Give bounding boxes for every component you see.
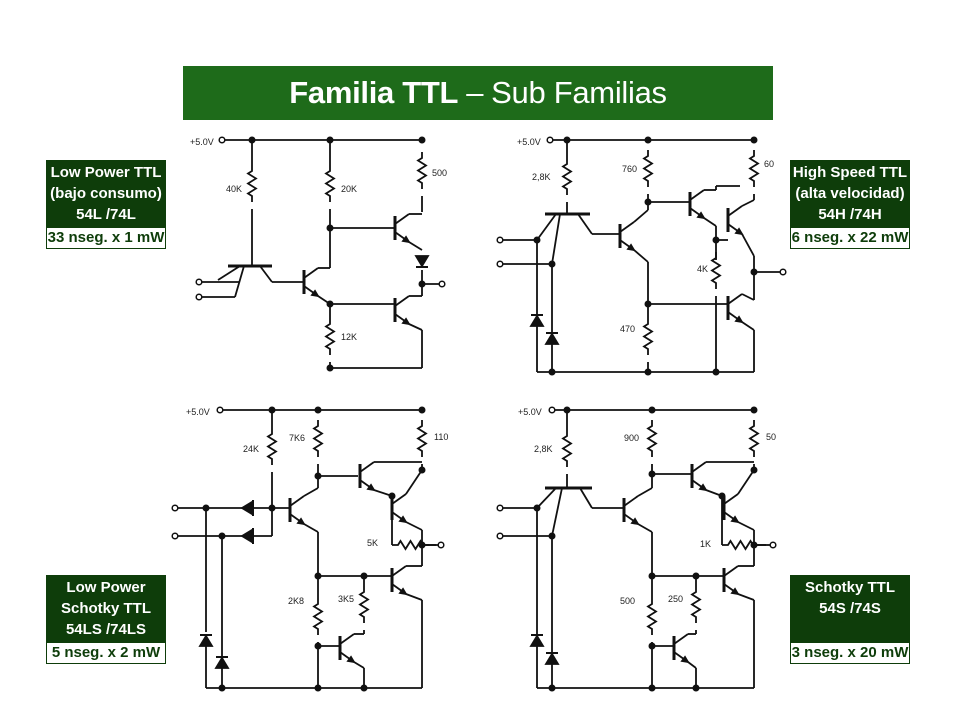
box-line: 54H /74H <box>818 206 882 223</box>
resistor-label: 500 <box>620 596 635 606</box>
supply-label: +5.0V <box>518 407 542 417</box>
resistor-label: 7K6 <box>289 433 305 443</box>
box-timing: 33 nseg. x 1 mW <box>46 227 166 249</box>
box-line: High Speed TTL <box>792 164 908 181</box>
supply-label: +5.0V <box>186 407 210 417</box>
resistor-label: 2,8K <box>534 444 553 454</box>
resistor-label: 900 <box>624 433 639 443</box>
resistor-label: 24K <box>243 444 259 454</box>
box-line: (bajo consumo) <box>50 185 162 202</box>
circuit-schottky: +5.0V 2,8K 900 50 1 <box>496 406 777 692</box>
circuit-high-speed: +5.0V 2,8K 760 60 <box>496 136 787 376</box>
resistor-label: 50 <box>766 432 776 442</box>
box-timing: 3 nseg. x 20 mW <box>790 642 910 664</box>
title-bold: Familia TTL <box>289 75 459 110</box>
resistor-label: 4K <box>697 264 708 274</box>
supply-label: +5.0V <box>190 137 214 147</box>
circuit-low-power: +5.0V 40K 20K 500 <box>190 136 447 372</box>
resistor-label: 20K <box>341 184 357 194</box>
resistor-label: 760 <box>622 164 637 174</box>
box-line: 54S /74S <box>819 600 881 617</box>
resistor-label: 40K <box>226 184 242 194</box>
title-rest: Sub Familias <box>491 75 667 110</box>
box-line: Low Power TTL <box>50 164 162 181</box>
resistor-label: 60 <box>764 159 774 169</box>
box-line: Schotky TTL <box>60 600 151 617</box>
resistor-label: 2,8K <box>532 172 551 182</box>
box-line: Schotky TTL <box>804 579 895 596</box>
resistor-label: 5K <box>367 538 378 548</box>
circuit-lp-schottky: +5.0V 24K 7K6 110 5K <box>171 406 448 692</box>
title-separator: – <box>466 75 484 110</box>
box-high-speed: High Speed TTL (alta velocidad) 54H /74H… <box>790 160 910 249</box>
box-schottky: Schotky TTL 54S /74S 3 nseg. x 20 mW <box>790 575 910 664</box>
box-lp-schottky: Low Power Schotky TTL 54LS /74LS 5 nseg.… <box>46 575 166 664</box>
resistor-label: 2K8 <box>288 596 304 606</box>
box-low-power: Low Power TTL (bajo consumo) 54L /74L 33… <box>46 160 166 249</box>
box-line: Low Power <box>66 579 146 596</box>
box-line: 54LS /74LS <box>65 621 147 638</box>
box-line: 54L /74L <box>76 206 136 223</box>
box-timing: 5 nseg. x 2 mW <box>46 642 166 664</box>
resistor-label: 110 <box>434 432 448 442</box>
page-title: Familia TTL – Sub Familias <box>183 66 773 120</box>
supply-label: +5.0V <box>517 137 541 147</box>
resistor-label: 250 <box>668 594 683 604</box>
resistor-label: 1K <box>700 539 711 549</box>
resistor-label: 3K5 <box>338 594 354 604</box>
resistor-label: 12K <box>341 332 357 342</box>
box-timing: 6 nseg. x 22 mW <box>790 227 910 249</box>
box-line: (alta velocidad) <box>795 185 905 202</box>
resistor-label: 470 <box>620 324 635 334</box>
resistor-label: 500 <box>432 168 447 178</box>
